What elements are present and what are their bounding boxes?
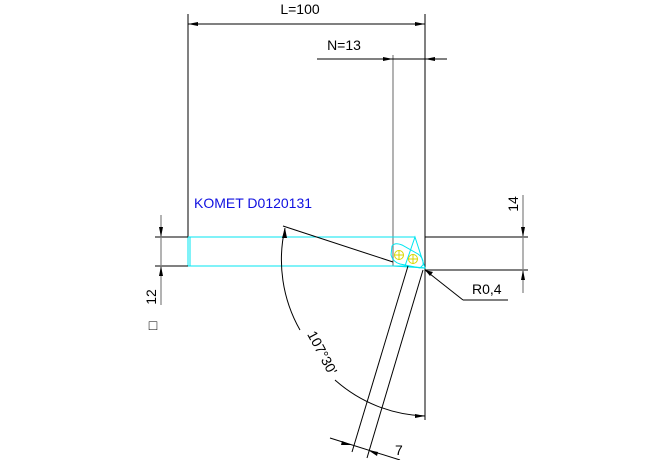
offset-dimension: N=13 <box>317 37 447 266</box>
tool-shank <box>187 235 426 269</box>
tool-title: KOMET D0120131 <box>194 195 312 211</box>
tool-angled-body <box>351 265 424 459</box>
width-label: 7 <box>395 442 403 458</box>
shank-size-label: 12 <box>143 289 159 305</box>
cutting-insert <box>390 243 424 269</box>
square-symbol: □ <box>149 317 158 333</box>
height-dimension: 14 <box>505 195 525 293</box>
radius-label: R0,4 <box>472 281 502 297</box>
length-dimension: L=100 <box>187 1 426 420</box>
angle-label: 107°30' <box>304 328 340 377</box>
height-label: 14 <box>505 196 521 212</box>
width-dimension: 7 <box>329 437 403 460</box>
offset-label: N=13 <box>327 37 361 53</box>
shank-size-dimension: 12 □ <box>143 215 188 333</box>
radius-callout: R0,4 <box>424 269 508 301</box>
length-label: L=100 <box>280 1 320 17</box>
